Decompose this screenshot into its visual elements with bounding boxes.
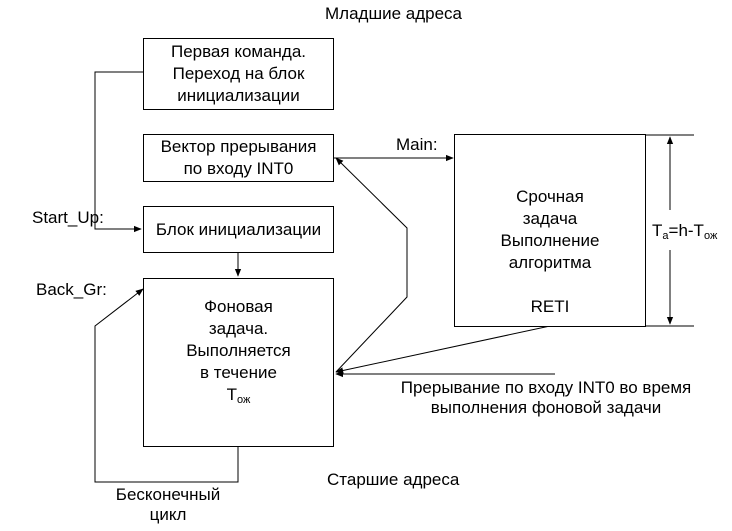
infinite-loop-label: Бесконечный цикл: [100, 485, 236, 525]
ta-mid: =h-T: [668, 221, 704, 240]
first-command-line-2: Переход на блок: [172, 64, 305, 83]
interrupt-vector-box: Вектор прерывания по входу INT0: [143, 134, 334, 182]
first-command-line-3: инициализации: [177, 86, 300, 105]
infinite-loop-arrow: [94, 288, 239, 483]
jump-to-init-arrow: [94, 71, 143, 233]
main-label: Main:: [396, 135, 438, 154]
start-up-label: Start_Up:: [32, 208, 104, 227]
interrupt-vector-line-1: Вектор прерывания: [160, 137, 317, 156]
background-task-box: Фоновая задача. Выполняется в течение Tо…: [143, 278, 334, 447]
init-block-label: Блок инициализации: [155, 219, 322, 239]
ta-ozh: ож: [703, 230, 718, 242]
urgent-line-2: задача: [522, 209, 578, 228]
ta-a: a: [662, 230, 669, 242]
background-line-1: Фоновая: [204, 297, 273, 316]
background-t-ozh: Tож: [186, 384, 291, 411]
background-t-main: T: [226, 385, 238, 404]
urgent-task-box: Срочная задача Выполнение алгоритма RETI: [454, 134, 646, 327]
infinite-loop-line-2: цикл: [149, 505, 187, 524]
back-gr-label: Back_Gr:: [36, 280, 107, 299]
low-addresses-label: Младшие адреса: [325, 4, 463, 23]
background-t-sub: ож: [237, 394, 251, 406]
interrupt-to-vector-arrow: [335, 157, 408, 373]
infinite-loop-line-1: Бесконечный: [115, 485, 221, 504]
background-line-4: в течение: [200, 363, 277, 382]
background-line-2: задача.: [208, 319, 269, 338]
reti-return-arrow: [335, 325, 551, 374]
high-addresses-label: Старшие адреса: [327, 470, 460, 489]
first-command-line-1: Первая команда.: [170, 42, 307, 61]
interrupt-note: Прерывание по входу INT0 во время выполн…: [398, 378, 694, 418]
urgent-line-1: Срочная: [516, 187, 584, 206]
interrupt-vector-line-2: по входу INT0: [183, 159, 294, 178]
background-line-3: Выполняется: [186, 341, 291, 360]
interrupt-note-line-1: Прерывание по входу INT0 во время: [400, 378, 692, 397]
urgent-line-3: Выполнение: [500, 231, 600, 250]
ta-t: T: [652, 221, 663, 240]
interrupt-note-line-2: выполнения фоновой задачи: [430, 398, 662, 417]
first-command-box: Первая команда. Переход на блок инициали…: [143, 38, 334, 110]
urgent-line-4: алгоритма: [508, 253, 592, 272]
ta-formula-label: Ta=h-Tож: [651, 221, 719, 246]
init-block-box: Блок инициализации: [143, 206, 334, 253]
urgent-reti: RETI: [530, 297, 570, 316]
